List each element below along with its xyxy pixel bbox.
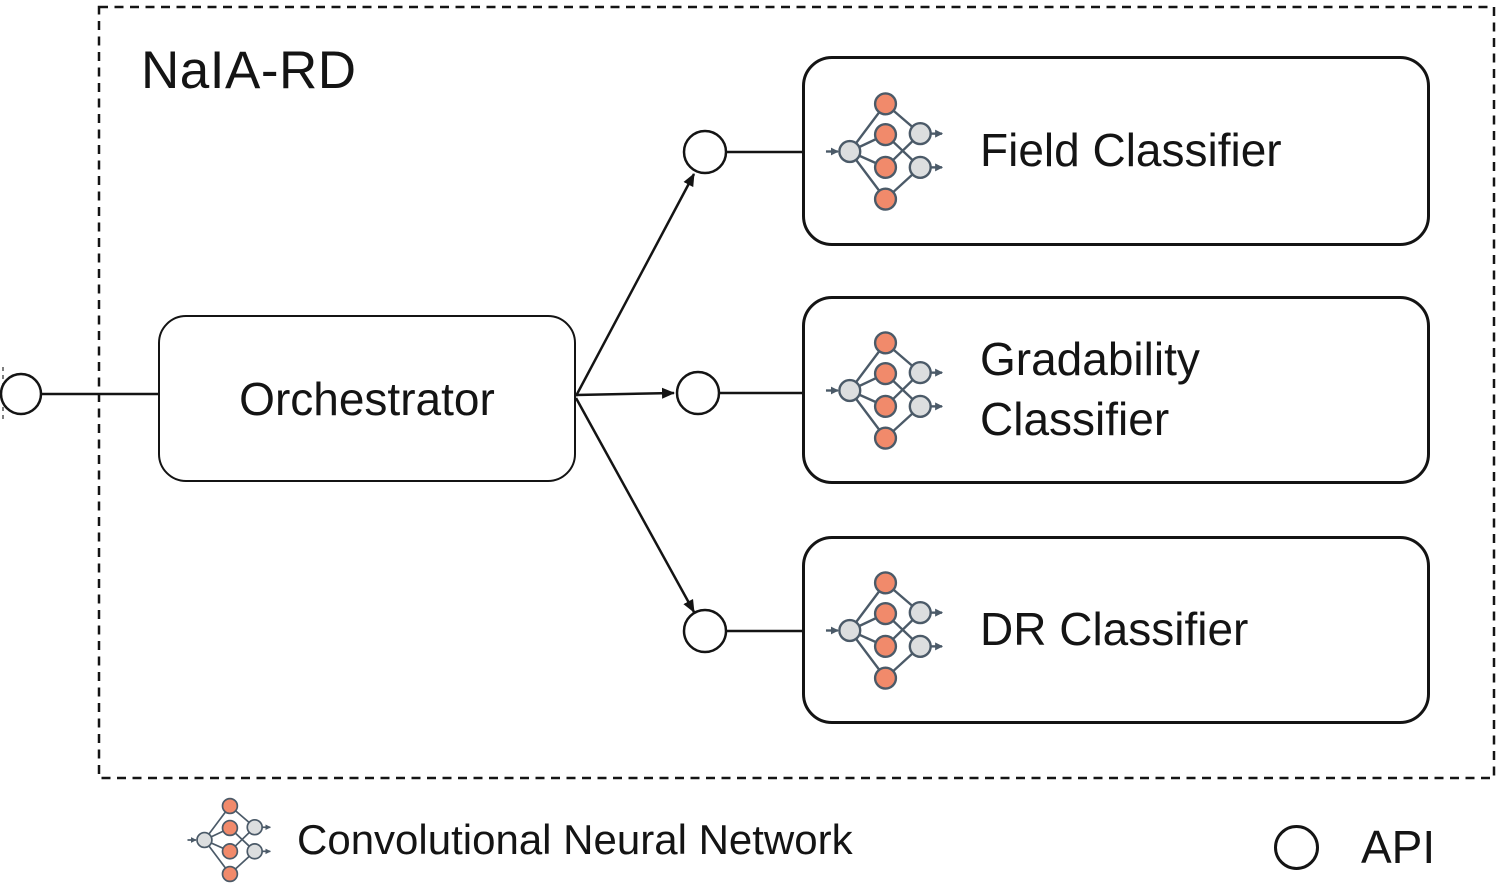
gradability-classifier-box: Gradability Classifier bbox=[802, 296, 1430, 484]
cnn-icon bbox=[820, 326, 954, 455]
arrow-orchestrator-to-dr bbox=[574, 397, 696, 613]
arrow-orchestrator-to-gradability bbox=[575, 387, 675, 399]
field-classifier-label: Field Classifier bbox=[980, 124, 1282, 177]
orchestrator-label: Orchestrator bbox=[239, 372, 495, 425]
gradability-classifier-label: Gradability Classifier bbox=[980, 333, 1200, 445]
legend-api-label: API bbox=[1361, 821, 1436, 873]
api-circle-dr bbox=[682, 608, 728, 654]
cnn-icon bbox=[183, 794, 279, 883]
legend-cnn-label: Convolutional Neural Network bbox=[297, 816, 853, 863]
dr-classifier-box: DR Classifier bbox=[802, 536, 1430, 724]
legend-cnn: Convolutional Neural Network bbox=[183, 794, 853, 883]
field-classifier-box: Field Classifier bbox=[802, 56, 1430, 246]
orchestrator-box: Orchestrator bbox=[158, 315, 576, 482]
legend-api: API bbox=[1274, 820, 1435, 874]
api-circle-input bbox=[0, 372, 43, 416]
cnn-icon bbox=[820, 566, 954, 695]
api-circle-field bbox=[682, 129, 728, 175]
cnn-icon bbox=[820, 87, 954, 216]
dr-classifier-label: DR Classifier bbox=[980, 603, 1249, 656]
api-circle-gradability bbox=[675, 370, 721, 416]
arrow-orchestrator-to-field bbox=[574, 173, 696, 397]
system-title: NaIA-RD bbox=[141, 41, 357, 100]
dashed-system-boundary bbox=[97, 5, 1496, 780]
api-circle-icon bbox=[1274, 824, 1319, 870]
